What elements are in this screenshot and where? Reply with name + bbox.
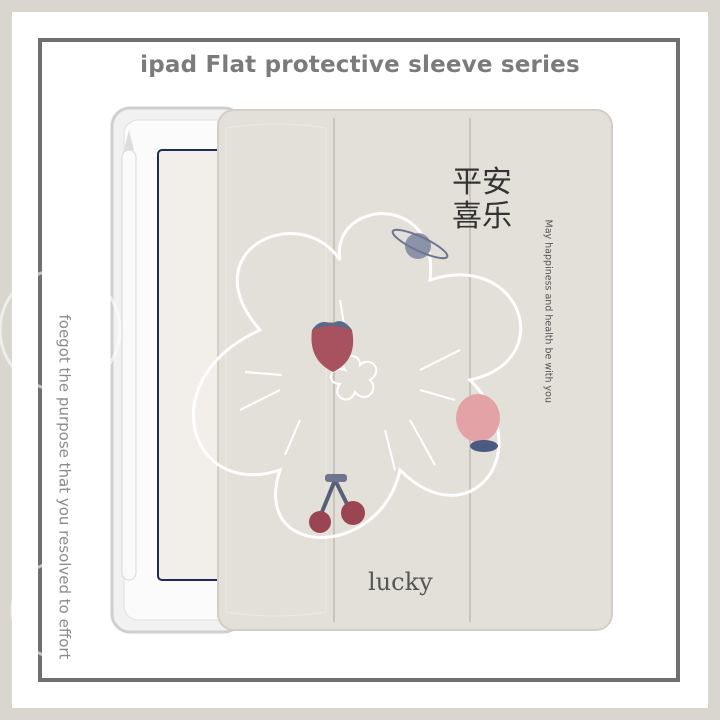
page-title: ipad Flat protective sleeve series bbox=[140, 52, 580, 78]
cherry-icon bbox=[309, 474, 365, 533]
frame-border bbox=[38, 38, 680, 682]
left-side-text: foegot the purpose that you resolved to … bbox=[52, 314, 74, 663]
pencil-icon bbox=[121, 149, 137, 581]
cover-lucky-text: lucky bbox=[368, 568, 433, 596]
planet-icon bbox=[391, 228, 449, 260]
right-side-caption: May happiness and health be with you bbox=[542, 219, 554, 404]
left-side-caption: foegot the purpose that you resolved to … bbox=[55, 314, 74, 660]
strawberry-icon bbox=[311, 321, 354, 372]
peach-icon bbox=[456, 394, 500, 452]
cover-chinese-text: 平安喜乐 bbox=[452, 165, 512, 234]
flower-outline bbox=[191, 212, 523, 539]
